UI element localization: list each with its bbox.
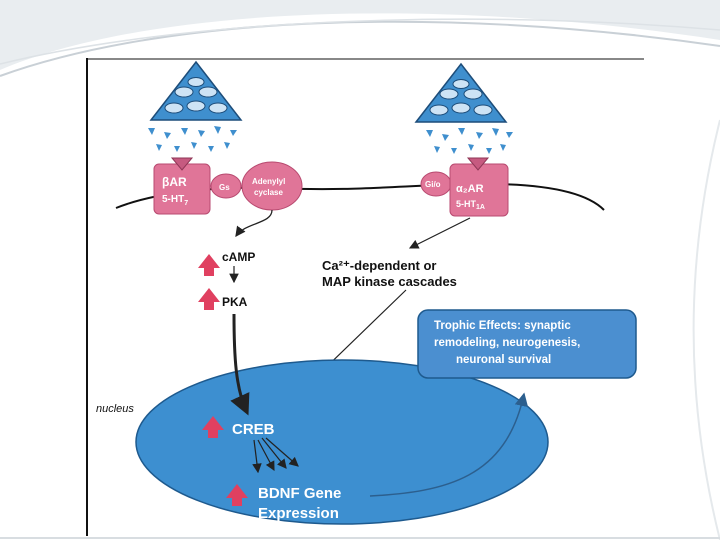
- receptor-right-sub: 1A: [476, 204, 485, 211]
- cascade-line-2: MAP kinase cascades: [322, 274, 457, 289]
- cyclase-to-camp-arrow: [235, 209, 273, 238]
- adenylyl-cyclase: Adenylyl cyclase: [241, 161, 303, 211]
- bdnf-up-arrow: [226, 484, 248, 506]
- header-swoosh-line-2: [0, 18, 720, 65]
- signaling-diagram: βAR 5-HT7 Gs Adenylyl cyclase Gi/o α₂AR …: [86, 58, 644, 536]
- bdnf-to-trophic-arrow: [369, 392, 529, 497]
- pka-up-arrow: [198, 288, 220, 310]
- header-swoosh: [0, 0, 720, 70]
- pka-label: PKA: [222, 295, 248, 309]
- trophic-line-2: remodeling, neurogenesis,: [434, 337, 580, 349]
- bdnf-line-1: BDNF Gene: [258, 485, 341, 502]
- receptor-to-cascade-arrow: [408, 217, 471, 249]
- creb-to-bdnf-arrows: [252, 437, 299, 474]
- trophic-effects-box: [417, 309, 637, 379]
- receptor-alpha2-ar: α₂AR 5-HT1A: [449, 157, 509, 217]
- adenylyl-cyclase-line-1: Adenylyl: [252, 177, 285, 186]
- receptor-right-label-2: 5-HT: [456, 199, 477, 209]
- svg-text:5-HT7: 5-HT7: [162, 194, 188, 207]
- receptor-left-label-1: βAR: [162, 175, 187, 189]
- gio-label: Gi/o: [425, 180, 441, 189]
- g-protein-gio: Gi/o: [420, 171, 452, 197]
- trophic-line-3: neuronal survival: [456, 354, 551, 366]
- receptor-beta-ar: βAR 5-HT7: [153, 157, 211, 215]
- receptor-left-sub: 7: [184, 200, 188, 207]
- gs-label: Gs: [219, 183, 230, 192]
- presynaptic-terminal-left: [149, 60, 243, 121]
- bdnf-line-2: Expression: [258, 505, 339, 522]
- creb-label: CREB: [232, 421, 275, 438]
- g-protein-gs: Gs: [210, 173, 242, 199]
- adenylyl-cyclase-line-2: cyclase: [254, 188, 283, 197]
- presynaptic-terminal-right: [414, 62, 508, 123]
- trophic-line-1: Trophic Effects: synaptic: [434, 320, 571, 332]
- camp-label: cAMP: [222, 250, 255, 264]
- receptor-left-label-2: 5-HT: [162, 194, 184, 205]
- svg-text:5-HT1A: 5-HT1A: [456, 199, 485, 211]
- nucleus-label: nucleus: [96, 403, 134, 415]
- nucleus: [135, 359, 549, 525]
- neurotransmitter-right: [426, 128, 513, 154]
- creb-up-arrow: [202, 416, 224, 438]
- pka-to-creb-arrow: [230, 313, 250, 416]
- neurotransmitter-left: [148, 126, 237, 152]
- right-swoosh: [692, 119, 720, 540]
- cascade-line-1: Ca²⁺-dependent or: [322, 258, 436, 273]
- camp-up-arrow: [198, 254, 220, 276]
- receptor-right-label-1: α₂AR: [456, 183, 484, 195]
